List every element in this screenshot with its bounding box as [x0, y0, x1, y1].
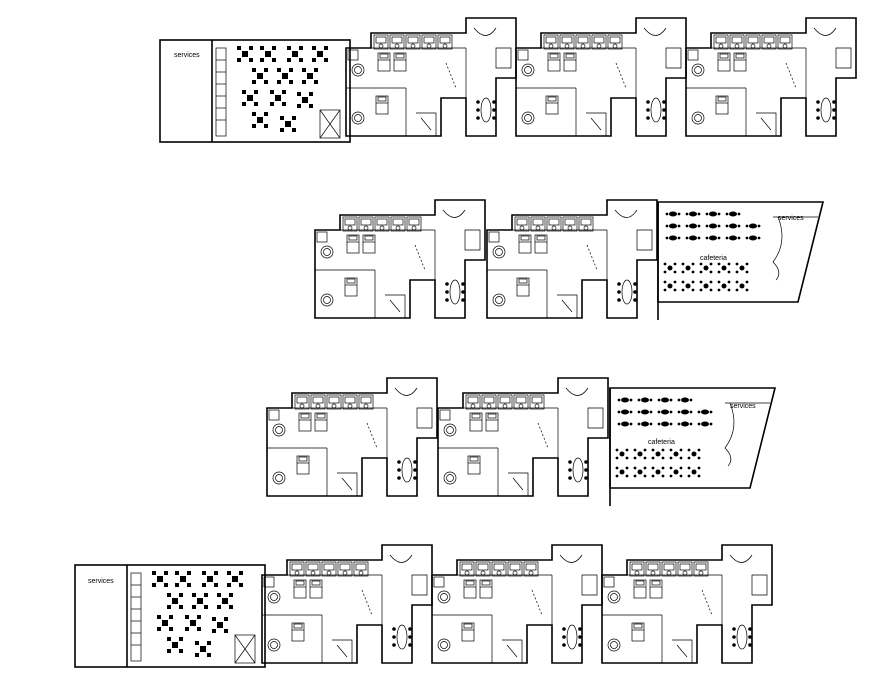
plan-1-unit-3 — [686, 18, 856, 136]
plan-1: services — [160, 18, 856, 142]
plan-2: services cafeteria — [315, 200, 823, 320]
plan-2-unit-1 — [315, 200, 485, 318]
plan-4: services — [75, 545, 772, 667]
plan-3-services-label: services — [730, 403, 756, 410]
plan-2-unit-2 — [487, 200, 657, 318]
plan-4-unit-1 — [262, 545, 432, 663]
plan-4-services-label: services — [88, 578, 114, 585]
plan-3-unit-1 — [267, 378, 437, 496]
plan-2-cafeteria-label: cafeteria — [700, 255, 727, 262]
plan-4-unit-2 — [432, 545, 602, 663]
plan-3-unit-2 — [438, 378, 608, 496]
plan-1-services-label: services — [174, 52, 200, 59]
plan-1-unit-1 — [346, 18, 516, 136]
plan-3-cafeteria-label: cafeteria — [648, 439, 675, 446]
plan-2-services-label: services — [778, 215, 804, 222]
plan-4-unit-3 — [602, 545, 772, 663]
plan-1-unit-2 — [516, 18, 686, 136]
plan-3: services cafeteria — [267, 378, 775, 506]
